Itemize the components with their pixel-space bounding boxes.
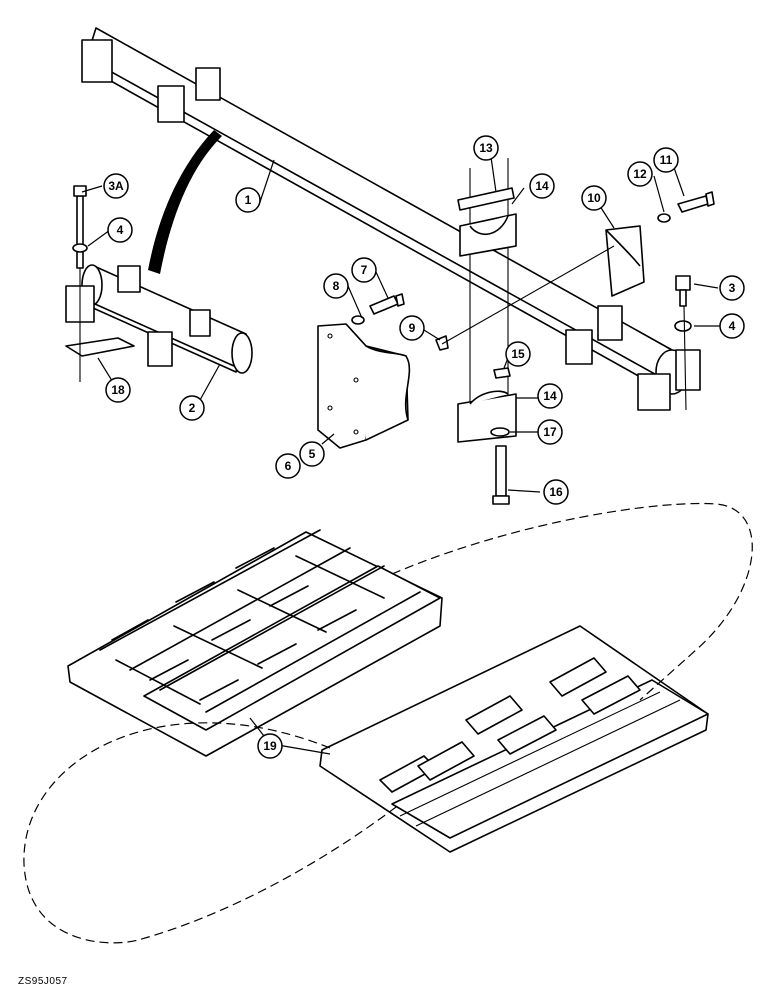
- svg-text:4: 4: [117, 223, 124, 237]
- callout-17: 17: [537, 419, 563, 445]
- svg-text:3A: 3A: [108, 179, 124, 193]
- callout-5: 5: [299, 441, 325, 467]
- callout-8: 8: [323, 273, 349, 299]
- leader-lines: [81, 149, 720, 755]
- svg-text:8: 8: [333, 279, 340, 293]
- callout-4-left: 4: [107, 217, 133, 243]
- callout-15: 15: [505, 341, 531, 367]
- svg-text:2: 2: [189, 401, 196, 415]
- callout-10: 10: [581, 185, 607, 211]
- bearing-cap-assembly: [441, 191, 715, 345]
- svg-text:11: 11: [660, 153, 673, 167]
- callout-1: 1: [235, 187, 261, 213]
- callout-6: 6: [275, 453, 301, 479]
- svg-text:14: 14: [535, 179, 549, 193]
- callout-11: 11: [653, 147, 679, 173]
- callout-16: 16: [543, 479, 569, 505]
- svg-text:5: 5: [309, 447, 316, 461]
- right-bolt-assembly: [674, 275, 692, 411]
- callout-19: 19: [257, 733, 283, 759]
- svg-text:10: 10: [587, 191, 601, 205]
- callout-4-right: 4: [719, 313, 745, 339]
- track-outline: [23, 502, 753, 944]
- callout-9: 9: [399, 315, 425, 341]
- figure-code: ZS95J057: [18, 976, 68, 987]
- svg-text:14: 14: [543, 389, 557, 403]
- callout-3a: 3A: [103, 173, 129, 199]
- svg-text:3: 3: [729, 281, 736, 295]
- equalizer-bar: [81, 27, 701, 411]
- svg-text:13: 13: [479, 141, 493, 155]
- callout-14-top: 14: [529, 173, 555, 199]
- svg-text:6: 6: [285, 459, 292, 473]
- svg-text:15: 15: [511, 347, 525, 361]
- svg-text:16: 16: [549, 485, 563, 499]
- clamp-plate-assembly: [317, 293, 449, 449]
- svg-text:17: 17: [543, 425, 557, 439]
- short-bar-assembly: [65, 185, 253, 382]
- track-shoe-single: [319, 625, 709, 853]
- svg-text:4: 4: [729, 319, 736, 333]
- vertical-clamp-stack: [457, 158, 517, 505]
- callout-2: 2: [179, 395, 205, 421]
- callout-7: 7: [351, 257, 377, 283]
- svg-text:18: 18: [111, 383, 125, 397]
- direction-arrow: [148, 130, 222, 274]
- callout-18: 18: [105, 377, 131, 403]
- callout-12: 12: [627, 161, 653, 187]
- svg-text:1: 1: [245, 193, 252, 207]
- svg-text:7: 7: [361, 263, 368, 277]
- svg-text:9: 9: [409, 321, 416, 335]
- callout-14-bottom: 14: [537, 383, 563, 409]
- callout-3: 3: [719, 275, 745, 301]
- callout-13: 13: [473, 135, 499, 161]
- svg-text:12: 12: [633, 167, 647, 181]
- svg-text:19: 19: [263, 739, 277, 753]
- track-shoe-chain: [67, 529, 443, 757]
